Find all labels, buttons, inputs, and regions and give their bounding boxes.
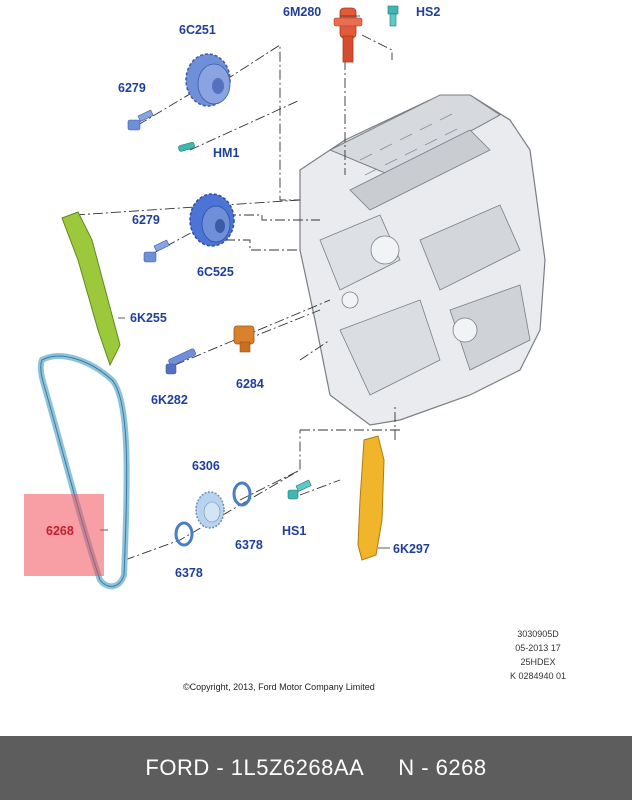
bolt-6279-top xyxy=(127,109,154,131)
meta-line-3: 25HDEX xyxy=(520,657,556,667)
washer-6378-left xyxy=(174,521,194,547)
label-6k297: 6K297 xyxy=(393,542,430,556)
sprocket-6c251 xyxy=(185,53,231,107)
label-6378-left: 6378 xyxy=(175,566,203,580)
engine-block xyxy=(299,94,546,426)
bolt-hs1 xyxy=(287,479,312,500)
label-6279-mid: 6279 xyxy=(132,213,160,227)
label-hs1: HS1 xyxy=(282,524,306,538)
sprocket-6c525 xyxy=(189,193,235,247)
sensor-6284 xyxy=(233,325,255,353)
label-6378-right: 6378 xyxy=(235,538,263,552)
selected-part-highlight xyxy=(24,494,104,576)
meta-line-4: K 0284940 01 xyxy=(509,671,567,681)
label-6m280: 6M280 xyxy=(283,5,321,19)
meta-line-2: 05-2013 17 xyxy=(515,643,561,653)
label-6k282: 6K282 xyxy=(151,393,188,407)
sprocket-6306 xyxy=(195,491,225,529)
label-hs2: HS2 xyxy=(416,5,440,19)
chain-guide-6k255 xyxy=(61,211,121,367)
timing-chain-6268 xyxy=(37,353,130,590)
chain-guide-6k297 xyxy=(357,435,385,561)
exploded-parts-diagram: 6M280 HS2 6C251 6279 HM1 6279 6C525 6K25… xyxy=(37,5,546,590)
solenoid-6m280 xyxy=(333,7,363,63)
label-6c525: 6C525 xyxy=(197,265,234,279)
copyright-notice: ©Copyright, 2013, Ford Motor Company Lim… xyxy=(183,682,375,692)
part-number-text: FORD - 1L5Z6268AA xyxy=(145,755,365,780)
part-footer-bar: FORD - 1L5Z6268AA N - 6268 xyxy=(0,736,632,800)
label-6k255: 6K255 xyxy=(130,311,167,325)
reference-number-text: N - 6268 xyxy=(398,755,487,780)
dowel-hm1 xyxy=(178,142,195,152)
meta-line-1: 3030905D xyxy=(517,629,559,639)
label-6c251: 6C251 xyxy=(179,23,216,37)
drawing-metadata: 3030905D 05-2013 17 25HDEX K 0284940 01 xyxy=(490,627,586,683)
bolt-hs2 xyxy=(387,5,399,27)
label-6279-top: 6279 xyxy=(118,81,146,95)
label-6284: 6284 xyxy=(236,377,264,391)
bolt-6279-mid xyxy=(143,239,170,263)
washer-6378-right xyxy=(232,481,252,507)
label-6306: 6306 xyxy=(192,459,220,473)
label-hm1: HM1 xyxy=(213,146,239,160)
bolt-6k282 xyxy=(165,348,196,375)
